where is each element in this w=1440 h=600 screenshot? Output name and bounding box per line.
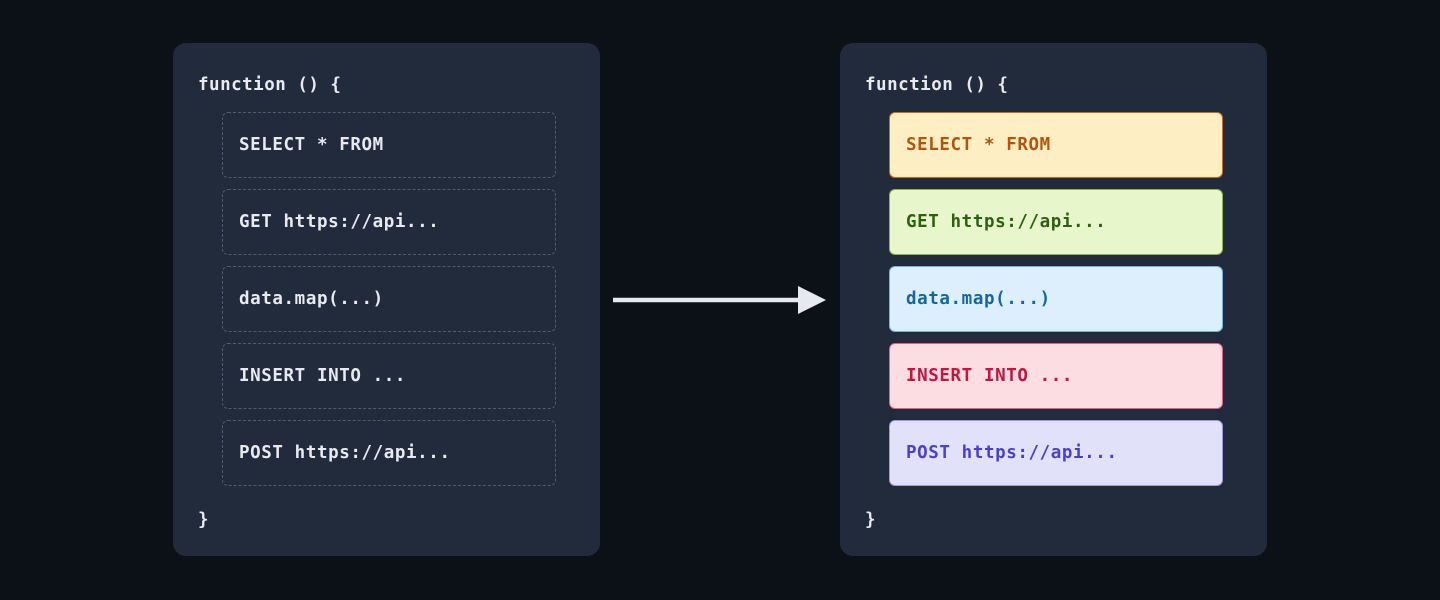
- statement-text: INSERT INTO ...: [906, 366, 1074, 386]
- before-statement-http-post[interactable]: POST https://api...: [222, 420, 556, 486]
- after-statement-http-get[interactable]: GET https://api...: [889, 189, 1223, 255]
- after-code-close: }: [865, 510, 877, 530]
- after-panel: function () { SELECT * FROM GET https://…: [840, 43, 1267, 556]
- after-statement-http-post[interactable]: POST https://api...: [889, 420, 1223, 486]
- after-code-open: function () {: [865, 75, 1009, 95]
- before-code-open: function () {: [198, 75, 342, 95]
- statement-text: SELECT * FROM: [239, 135, 384, 155]
- before-statement-list: SELECT * FROM GET https://api... data.ma…: [222, 112, 556, 486]
- after-statement-sql-select[interactable]: SELECT * FROM: [889, 112, 1223, 178]
- before-panel: function () { SELECT * FROM GET https://…: [173, 43, 600, 556]
- statement-text: POST https://api...: [906, 443, 1118, 463]
- statement-text: GET https://api...: [906, 212, 1107, 232]
- statement-text: data.map(...): [239, 289, 384, 309]
- before-code-close: }: [198, 510, 210, 530]
- after-statement-sql-insert[interactable]: INSERT INTO ...: [889, 343, 1223, 409]
- before-statement-sql-insert[interactable]: INSERT INTO ...: [222, 343, 556, 409]
- after-statement-js-map[interactable]: data.map(...): [889, 266, 1223, 332]
- statement-text: GET https://api...: [239, 212, 440, 232]
- statement-text: INSERT INTO ...: [239, 366, 407, 386]
- flow-arrow-icon: [613, 286, 826, 314]
- statement-text: data.map(...): [906, 289, 1051, 309]
- before-statement-http-get[interactable]: GET https://api...: [222, 189, 556, 255]
- after-statement-list: SELECT * FROM GET https://api... data.ma…: [889, 112, 1223, 486]
- before-statement-sql-select[interactable]: SELECT * FROM: [222, 112, 556, 178]
- statement-text: SELECT * FROM: [906, 135, 1051, 155]
- statement-text: POST https://api...: [239, 443, 451, 463]
- before-statement-js-map[interactable]: data.map(...): [222, 266, 556, 332]
